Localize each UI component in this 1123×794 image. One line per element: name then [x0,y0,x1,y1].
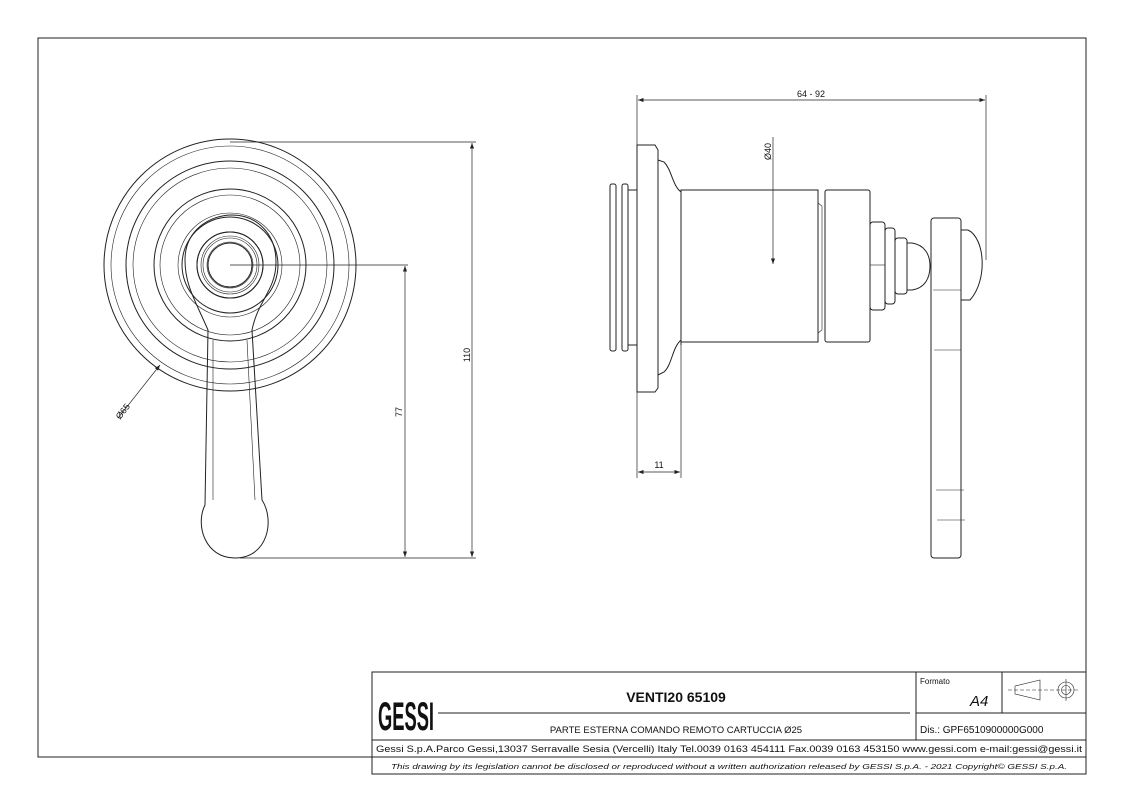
dim-flange-depth: 11 [654,460,663,470]
gessi-logo: GESSI [378,695,434,739]
dim-front-diameter: Ø65 [114,402,132,422]
side-view [609,137,983,559]
dim-body-diameter: Ø40 [763,143,773,160]
side-dimensions: 64 - 92 Ø40 11 [636,89,987,478]
dim-depth-range: 64 - 92 [797,89,825,99]
copyright-notice: This drawing by its legislation cannot b… [391,762,1067,771]
projection-symbol-icon [1008,679,1078,701]
front-dimensions: 110 77 Ø65 [114,141,476,559]
drawing-number: Dis.: GPF6510900000G000 [920,725,1044,736]
front-view [103,138,408,559]
product-description: PARTE ESTERNA COMANDO REMOTO CARTUCCIA Ø… [550,725,802,736]
company-info: Gessi S.p.A.Parco Gessi,13037 Serravalle… [376,744,1083,754]
format-label: Formato [920,677,950,686]
dim-handle-height: 77 [394,407,404,417]
format-value: A4 [969,693,988,710]
drawing-frame [37,37,1087,758]
dim-height-total: 110 [462,348,472,362]
title-block: GESSI VENTI20 65109 PARTE ESTERNA COMAND… [371,671,1087,775]
product-title: VENTI20 65109 [626,689,726,705]
